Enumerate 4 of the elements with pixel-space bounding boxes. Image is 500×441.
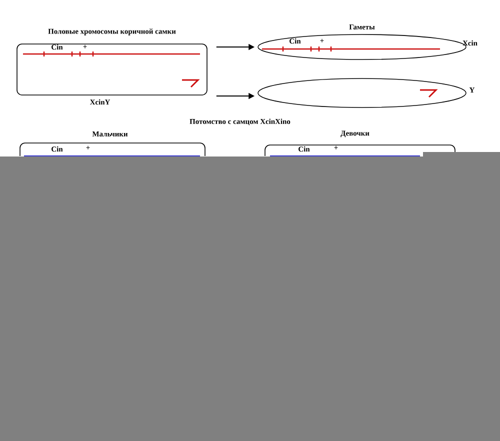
chromosome-box bbox=[264, 144, 456, 156]
chromosome-box bbox=[20, 142, 206, 156]
chromosome-box bbox=[16, 44, 208, 96]
gamete-ellipse bbox=[258, 78, 466, 108]
